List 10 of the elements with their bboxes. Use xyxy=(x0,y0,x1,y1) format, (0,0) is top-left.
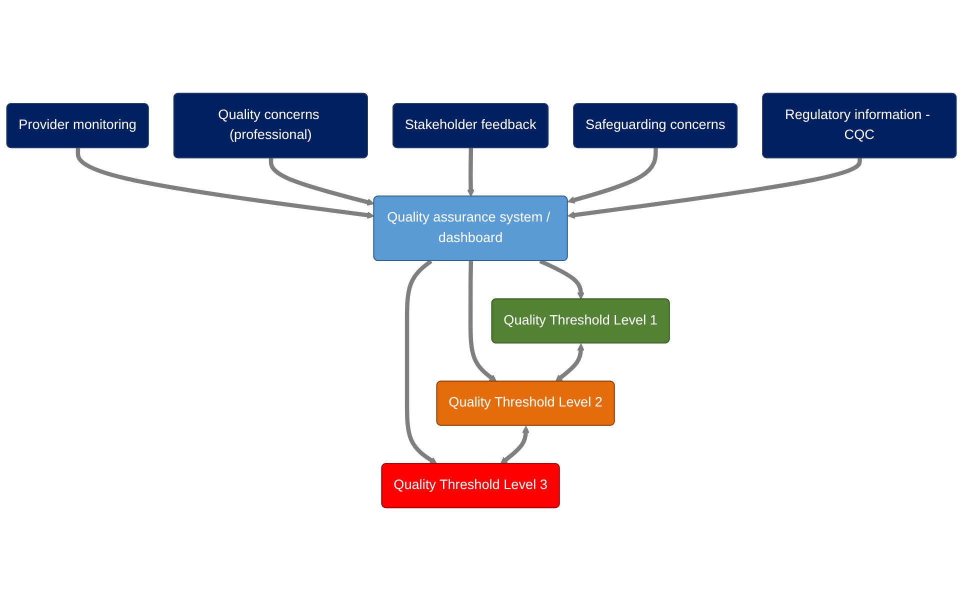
arrow xyxy=(404,259,438,464)
arrow xyxy=(555,343,585,382)
arrow xyxy=(567,158,862,219)
arrow xyxy=(268,158,374,206)
arrow xyxy=(567,148,658,204)
arrow xyxy=(467,148,475,197)
arrow xyxy=(539,259,585,300)
arrow xyxy=(500,426,530,464)
arrow xyxy=(468,260,497,382)
arrow xyxy=(76,148,374,219)
